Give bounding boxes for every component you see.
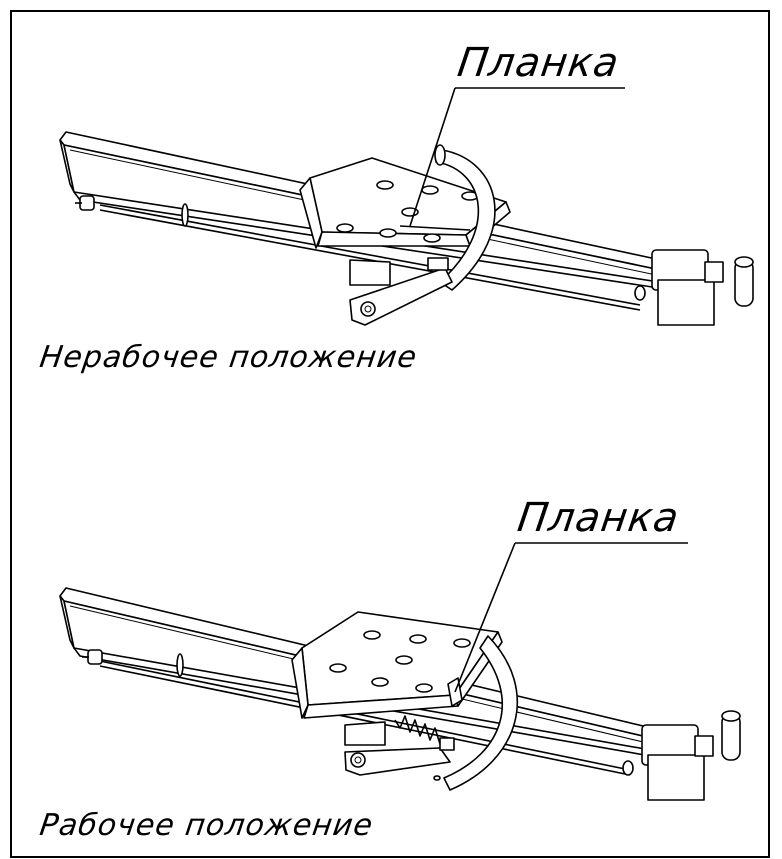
- mounting-plate-top: [299, 157, 511, 249]
- callout-label-top: Планка: [454, 40, 623, 86]
- lever-bracket-top: [349, 257, 453, 326]
- end-fitting-bottom: [622, 710, 741, 801]
- rod-end-bolt-top: [75, 195, 189, 227]
- callout-leader-bottom: [454, 542, 688, 693]
- caption-non-working: Нерабочее положение: [37, 340, 420, 375]
- arc-guide-top: [434, 144, 496, 291]
- mounting-plate-bottom: [291, 611, 503, 719]
- callout-label-bottom: Планка: [514, 495, 683, 541]
- rod-end-bolt-bottom: [82, 649, 184, 677]
- end-fitting-top: [634, 249, 754, 326]
- assembly-non-working: [59, 131, 754, 326]
- callout-leader-top: [409, 87, 625, 227]
- caption-working: Рабочее положение: [37, 808, 376, 843]
- spring-lever-bottom: [344, 715, 455, 781]
- assembly-working: [59, 587, 741, 801]
